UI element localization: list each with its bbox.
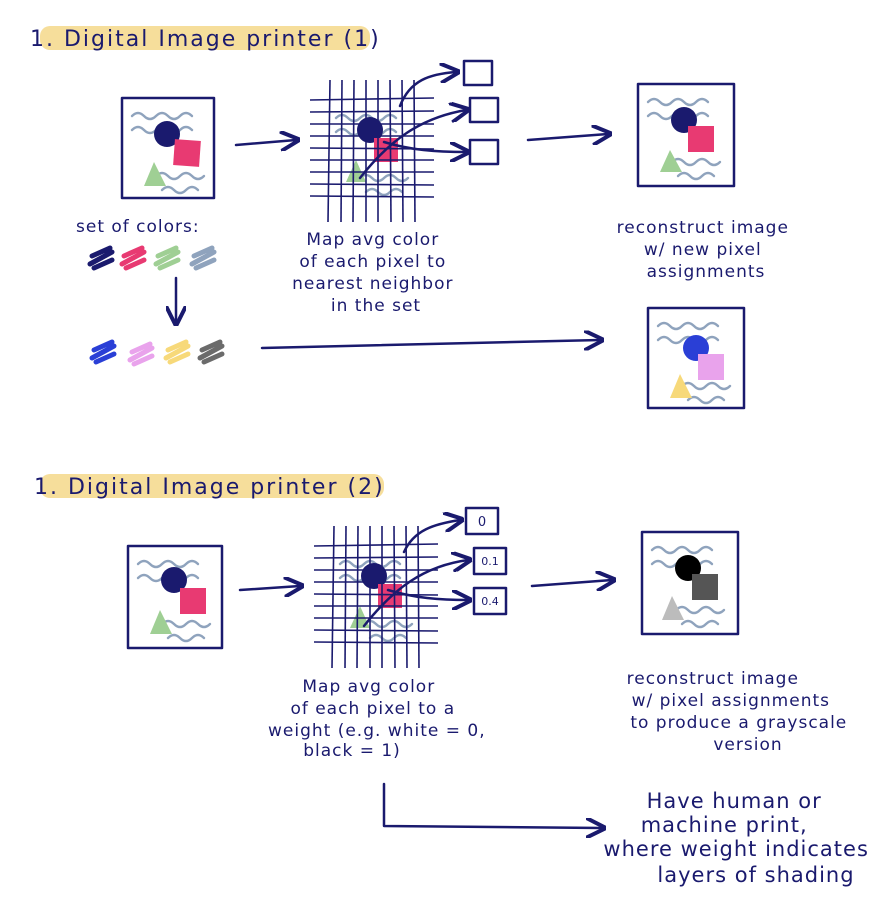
- swatch-green: [153, 245, 181, 271]
- weight-arrow-01: [362, 560, 468, 628]
- callout-box-green: [468, 96, 500, 124]
- reconstruct-text-2: reconstruct image w/ pixel assignments t…: [627, 669, 854, 755]
- weight-value-04: 0.4: [481, 595, 499, 608]
- swatch-gray: [197, 339, 225, 365]
- title-highlight-2: [40, 474, 384, 498]
- map-text-1: Map avg color of each pixel to nearest n…: [292, 230, 460, 316]
- weight-value-0: 0: [478, 515, 486, 530]
- original-image-2: [126, 544, 224, 650]
- recolored-image: [646, 306, 746, 410]
- title-highlight: [40, 26, 370, 50]
- swatch-pink: [119, 245, 147, 271]
- original-color-swatches: [87, 245, 217, 271]
- section-1: 1. Digital Image printer (1) set of colo…: [30, 26, 796, 410]
- weight-arrow-0: [402, 520, 460, 554]
- arrow-to-grid-2: [238, 586, 300, 590]
- section-2: 1. Digital Image printer (2) 0 0.1 0.4 M: [34, 474, 876, 887]
- long-arrow-to-recolored: [260, 340, 600, 348]
- arrow-to-grid-1: [234, 140, 296, 145]
- gridded-image: [309, 79, 435, 223]
- reconstruct-text-1: reconstruct image w/ new pixel assignmen…: [617, 218, 796, 282]
- weight-box-0: [464, 506, 500, 536]
- reconstructed-image: [636, 82, 736, 188]
- grayscale-image: [640, 530, 740, 636]
- green-triangle: [144, 162, 166, 186]
- swatch-navy: [87, 245, 115, 271]
- weight-arrow-04: [386, 588, 468, 600]
- swatch-blue: [89, 339, 117, 365]
- weight-box-01: [472, 546, 508, 576]
- pink-square: [173, 139, 201, 167]
- arrow-to-grayscale: [530, 580, 612, 586]
- elbow-arrow-to-print: [382, 782, 602, 828]
- callout-arrow-pink: [382, 140, 466, 152]
- callout-box-pink: [468, 138, 500, 166]
- navy-blob: [154, 121, 180, 147]
- gridded-image-2: [313, 525, 439, 669]
- final-text: Have human or machine print, where weigh…: [603, 789, 876, 887]
- callout-arrow-green: [358, 110, 466, 180]
- section-1-title: 1. Digital Image printer (1): [30, 27, 381, 52]
- map-text-2: Map avg color of each pixel to a weight …: [268, 677, 492, 761]
- callout-arrow-white: [398, 72, 456, 108]
- set-of-colors-label: set of colors:: [76, 217, 200, 237]
- section-2-title: 1. Digital Image printer (2): [34, 475, 385, 500]
- swatch-yellow: [163, 339, 191, 365]
- weight-value-01: 0.1: [481, 555, 499, 568]
- weight-box-04: [472, 586, 508, 616]
- original-image: [120, 96, 216, 200]
- new-color-swatches: [89, 339, 225, 367]
- swatch-lilac: [127, 341, 155, 367]
- swatch-slate: [189, 245, 217, 271]
- callout-box-white: [462, 59, 494, 87]
- arrow-to-reconstructed-1: [526, 134, 608, 140]
